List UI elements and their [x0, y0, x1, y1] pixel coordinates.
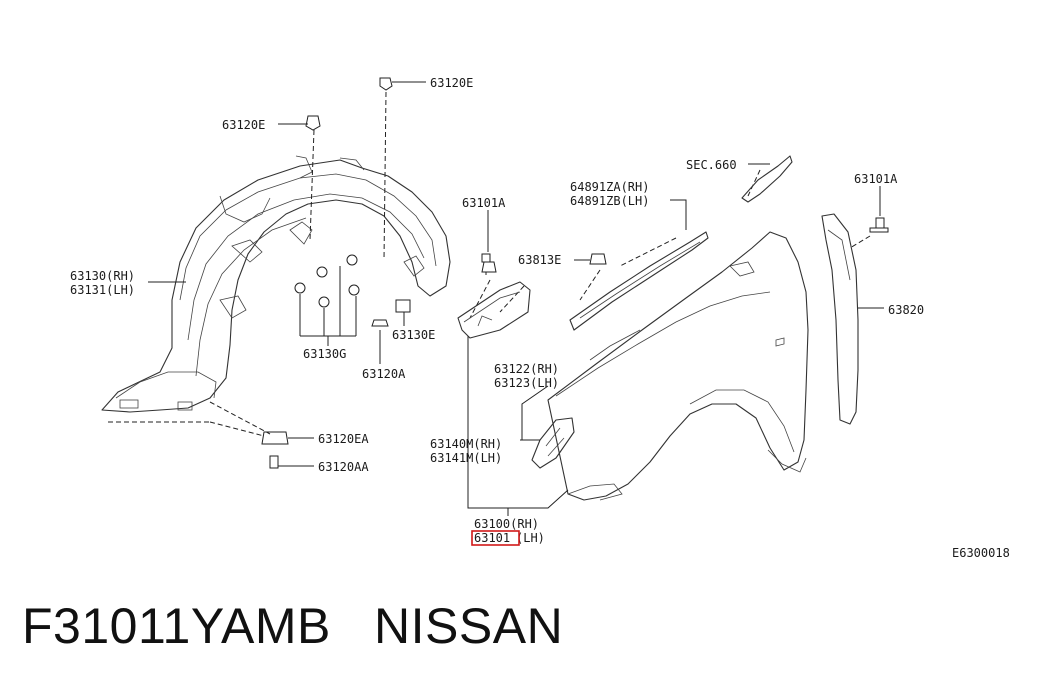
highlight-box	[471, 530, 520, 546]
label-64891ZA: 64891ZA(RH)	[570, 180, 649, 194]
label-63130E: 63130E	[392, 328, 435, 342]
fender-protector	[101, 155, 451, 413]
label-63101-lh: (LH)	[516, 531, 545, 545]
leader-lines	[148, 81, 884, 516]
label-63101A-mid: 63101A	[462, 196, 506, 210]
label-63101-highlighted: 63101	[474, 531, 510, 545]
label-63141M-lh: 63141M(LH)	[430, 451, 502, 465]
label-63813E: 63813E	[518, 253, 561, 267]
clip-icons	[261, 77, 411, 469]
sec660-bracket	[741, 155, 793, 203]
label-63130-rh: 63130(RH)	[70, 269, 135, 283]
front-fender	[547, 231, 809, 501]
label-63820: 63820	[888, 303, 924, 317]
side-garnish	[531, 417, 575, 469]
fender-bracket	[457, 253, 531, 339]
fender-liner-right	[821, 213, 889, 425]
label-63122-rh: 63122(RH)	[494, 362, 559, 376]
label-63120AA: 63120AA	[318, 460, 369, 474]
label-63120EA: 63120EA	[318, 432, 369, 446]
label-63120E-top: 63120E	[430, 76, 473, 90]
label-63100-rh: 63100(RH)	[474, 517, 539, 531]
callout-labels: 63120E 63120E 63130(RH) 63131(LH) 63130G…	[70, 76, 1010, 560]
label-sec660: SEC.660	[686, 158, 737, 172]
label-63101A-right: 63101A	[854, 172, 898, 186]
label-63123-lh: 63123(LH)	[494, 376, 559, 390]
label-63120A: 63120A	[362, 367, 406, 381]
diagram-code: E6300018	[952, 546, 1010, 560]
assembly-dash-lines	[108, 91, 871, 437]
label-63130G: 63130G	[303, 347, 346, 361]
label-63140M-rh: 63140M(RH)	[430, 437, 502, 451]
label-63131-lh: 63131(LH)	[70, 283, 135, 297]
label-63120E-left: 63120E	[222, 118, 265, 132]
fender-seal-strip	[569, 231, 709, 331]
part-number-caption: F31011YAMB NISSAN	[22, 598, 564, 654]
label-64891ZB: 64891ZB(LH)	[570, 194, 649, 208]
